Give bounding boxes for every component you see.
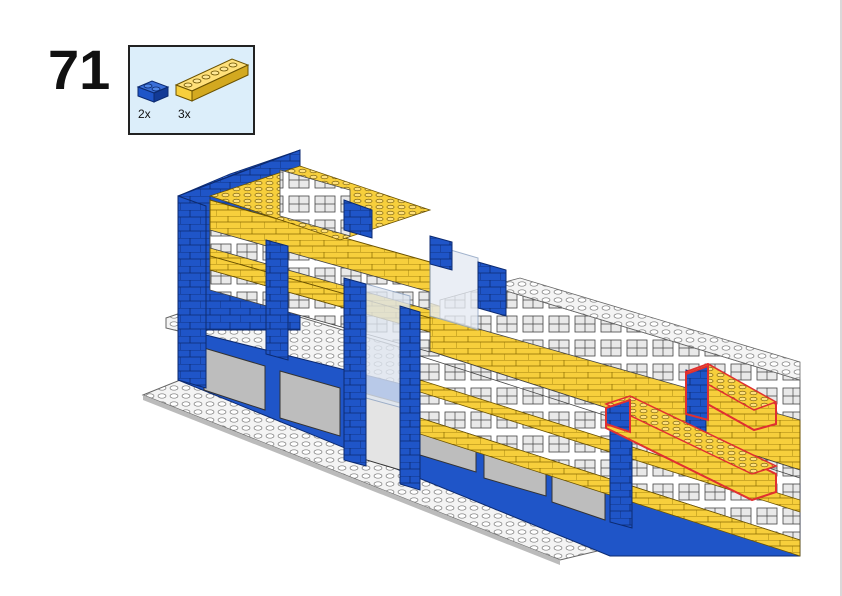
blue-brick-1x2-icon bbox=[136, 80, 170, 103]
part-quantity: 2x bbox=[138, 107, 151, 121]
step-number: 71 bbox=[48, 38, 111, 101]
yellow-brick-1x6-icon bbox=[174, 58, 250, 102]
part-quantity: 3x bbox=[178, 107, 191, 121]
page-edge bbox=[840, 0, 842, 596]
new-parts-highlight bbox=[604, 362, 778, 502]
parts-callout: 2x 3x bbox=[128, 45, 255, 135]
